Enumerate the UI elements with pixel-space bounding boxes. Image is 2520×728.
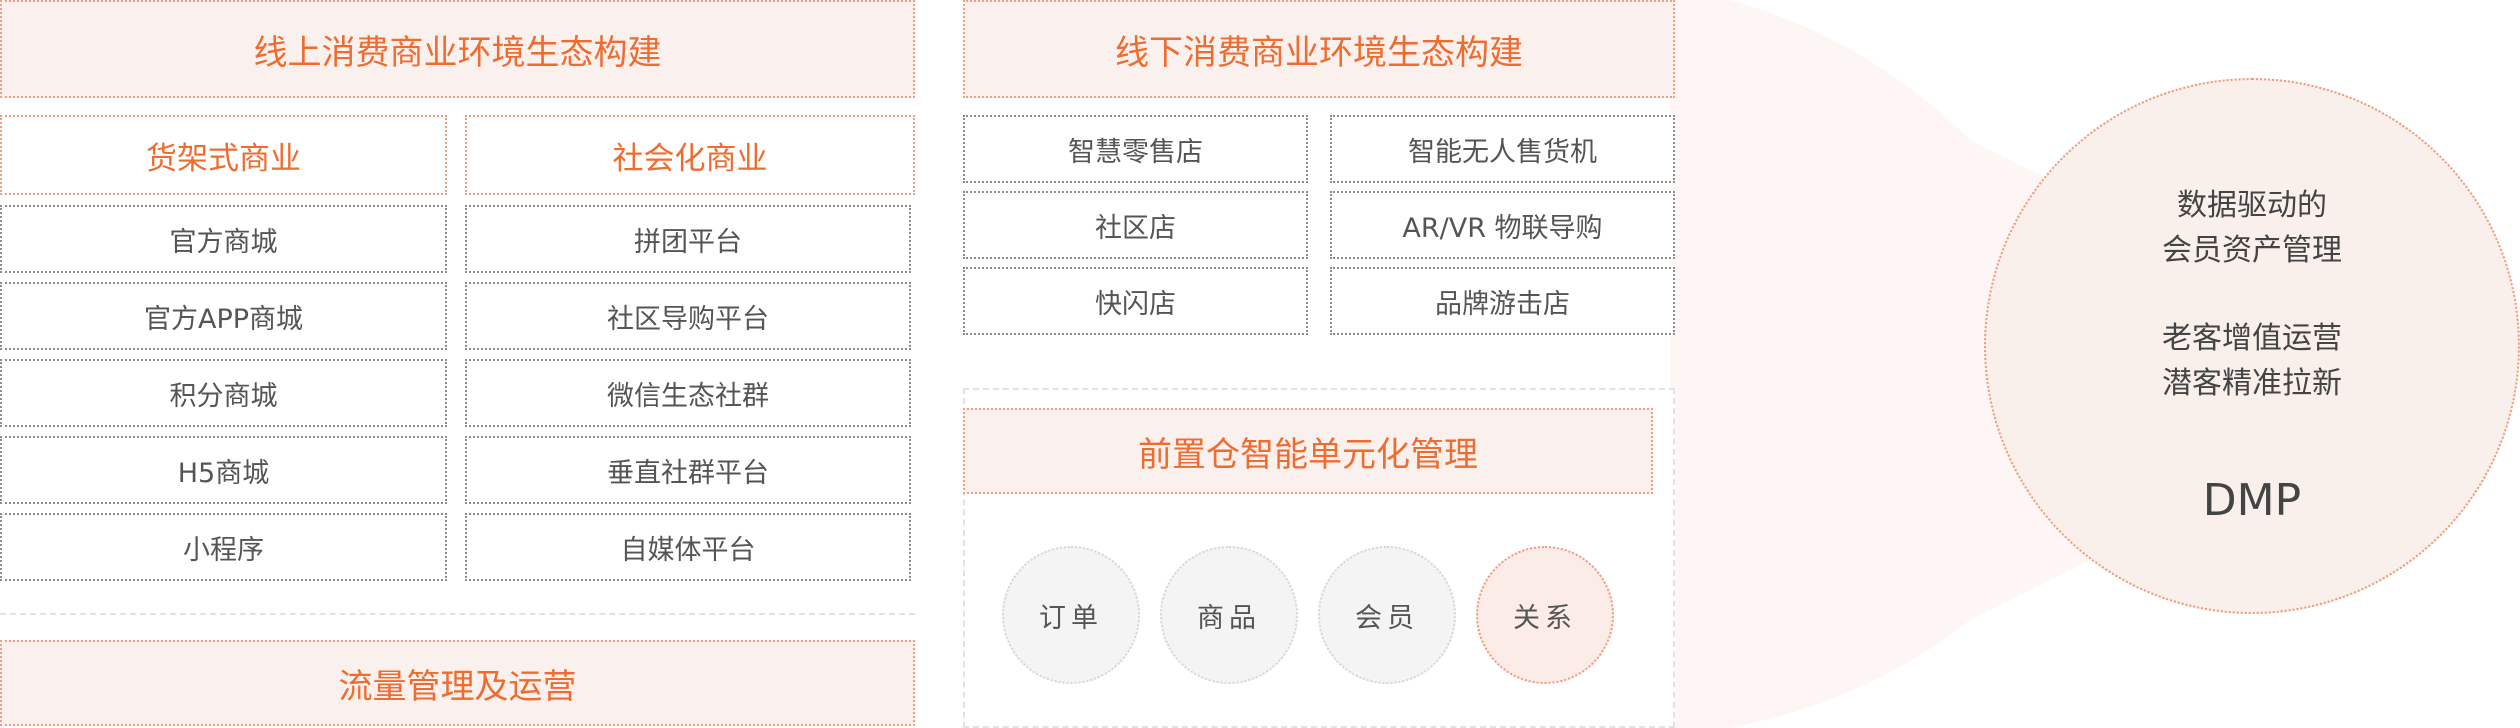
offline-item: AR/VR 物联导购 xyxy=(1330,191,1675,259)
offline-item: 快闪店 xyxy=(963,267,1308,335)
funnel-shape xyxy=(1670,0,2090,728)
social-item: 拼团平台 xyxy=(465,205,911,273)
offline-item: 智慧零售店 xyxy=(963,115,1308,183)
social-item: 自媒体平台 xyxy=(465,513,911,581)
order-circle: 订单 xyxy=(1002,546,1140,684)
offline-item: 智能无人售货机 xyxy=(1330,115,1675,183)
relation-circle: 关系 xyxy=(1476,546,1614,684)
offline-item: 品牌游击店 xyxy=(1330,267,1675,335)
offline-item: 社区店 xyxy=(963,191,1308,259)
traffic-management-title: 流量管理及运营 xyxy=(0,640,915,726)
shelf-item: H5商城 xyxy=(0,436,447,504)
dmp-line-1: 数据驱动的 xyxy=(2177,188,2327,223)
social-item: 社区导购平台 xyxy=(465,282,911,350)
shelf-item: 小程序 xyxy=(0,513,447,581)
dmp-line-4: 潜客精准拉新 xyxy=(2162,366,2342,401)
shelf-commerce-title: 货架式商业 xyxy=(0,115,447,195)
social-commerce-title: 社会化商业 xyxy=(465,115,915,195)
dmp-line-2: 会员资产管理 xyxy=(2162,233,2342,268)
dmp-label: DMP xyxy=(2202,475,2302,526)
dmp-circle: 数据驱动的 会员资产管理 老客增值运营 潜客精准拉新 DMP xyxy=(1984,78,2520,614)
social-item: 微信生态社群 xyxy=(465,359,911,427)
member-circle: 会员 xyxy=(1318,546,1456,684)
product-circle: 商品 xyxy=(1160,546,1298,684)
shelf-item: 官方APP商城 xyxy=(0,282,447,350)
shelf-item: 积分商城 xyxy=(0,359,447,427)
dmp-line-3: 老客增值运营 xyxy=(2162,321,2342,356)
shelf-item: 官方商城 xyxy=(0,205,447,273)
online-title: 线上消费商业环境生态构建 xyxy=(0,0,915,98)
warehouse-title: 前置仓智能单元化管理 xyxy=(963,408,1653,494)
social-item: 垂直社群平台 xyxy=(465,436,911,504)
divider xyxy=(0,613,915,615)
offline-title: 线下消费商业环境生态构建 xyxy=(963,0,1675,98)
